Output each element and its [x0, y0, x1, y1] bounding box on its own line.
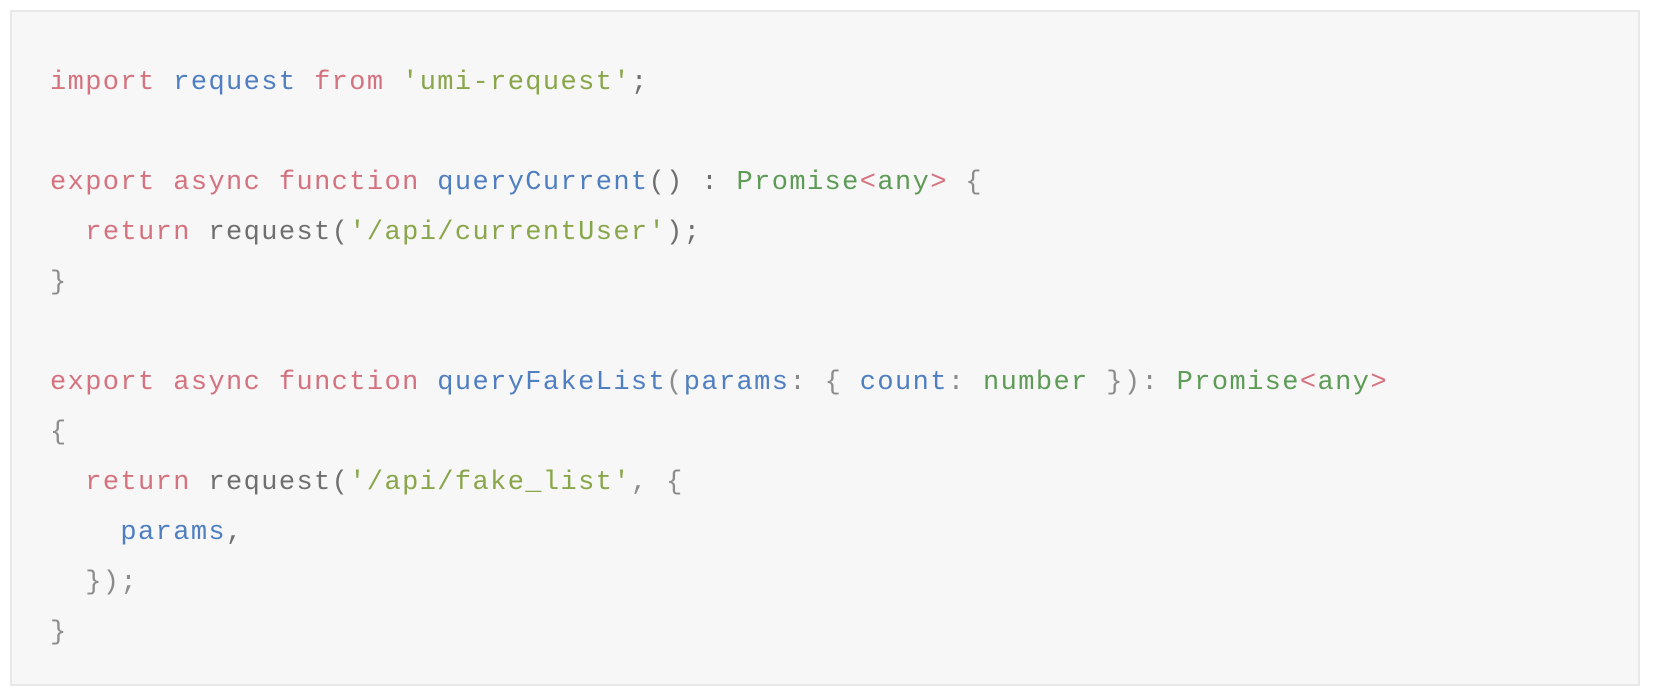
code-token: :: [947, 368, 984, 398]
code-token: <: [1299, 368, 1318, 398]
code-token: async: [173, 368, 262, 398]
code-token: [50, 218, 85, 248]
code-token: number: [983, 368, 1089, 398]
code-token: }: [50, 268, 68, 298]
code-token: [296, 68, 314, 98]
code-token: [50, 518, 120, 548]
code-token: export: [50, 368, 156, 398]
code-line: ​: [50, 108, 1388, 158]
code-token: return: [85, 218, 191, 248]
code-token: async: [173, 168, 262, 198]
code-token: );: [666, 218, 702, 248]
code-token: });: [50, 568, 139, 598]
code-token: ;: [630, 68, 649, 98]
code-token: '/api/fake_list': [349, 468, 631, 498]
code-token: request(: [190, 218, 350, 248]
code-token: [261, 168, 279, 198]
code-token: {: [50, 418, 68, 448]
code-token: [261, 368, 279, 398]
code-token: [156, 168, 174, 198]
code-token: params: [683, 368, 790, 398]
code-content: import request from 'umi-request';​expor…: [50, 58, 1388, 658]
code-token: count: [859, 368, 948, 398]
code-token: [420, 368, 438, 398]
code-token: >: [930, 168, 948, 198]
code-token: {: [947, 168, 984, 198]
code-token: }: [50, 618, 68, 648]
code-token: 'umi-request': [402, 68, 631, 98]
code-token: [384, 68, 402, 98]
code-line: return request('/api/currentUser');: [50, 208, 1388, 258]
code-token: any: [877, 168, 931, 198]
code-token: [420, 168, 438, 198]
code-token: queryCurrent: [437, 168, 649, 198]
code-token: }):: [1088, 368, 1177, 398]
code-token: Promise: [736, 168, 860, 198]
code-token: request(: [190, 468, 350, 498]
code-token: '/api/currentUser': [349, 218, 667, 248]
code-token: ,: [226, 518, 244, 548]
code-token: Promise: [1176, 368, 1300, 398]
code-token: [50, 468, 85, 498]
code-line: import request from 'umi-request';: [50, 58, 1388, 108]
code-line: });: [50, 558, 1388, 608]
code-token: [156, 68, 174, 98]
code-token: >: [1370, 368, 1388, 398]
code-token: return: [85, 468, 191, 498]
code-token: from: [314, 68, 385, 98]
code-token: queryFakeList: [437, 368, 667, 398]
code-line: {: [50, 408, 1388, 458]
code-block: import request from 'umi-request';​expor…: [10, 10, 1640, 686]
code-token: <: [859, 168, 878, 198]
code-token: params: [120, 518, 227, 548]
code-line: params,: [50, 508, 1388, 558]
code-line: export async function queryCurrent() : P…: [50, 158, 1388, 208]
code-token: import: [50, 68, 156, 98]
code-token: export: [50, 168, 156, 198]
code-line: export async function queryFakeList(para…: [50, 358, 1388, 408]
code-token: function: [278, 368, 420, 398]
code-token: () :: [648, 168, 737, 198]
code-line: }: [50, 258, 1388, 308]
code-token: (: [666, 368, 684, 398]
code-token: : {: [789, 368, 860, 398]
code-token: any: [1317, 368, 1371, 398]
code-token: request: [173, 68, 297, 98]
code-line: }: [50, 608, 1388, 658]
code-line: return request('/api/fake_list', {: [50, 458, 1388, 508]
code-token: , {: [630, 468, 684, 498]
code-token: [156, 368, 174, 398]
code-token: function: [278, 168, 420, 198]
code-line: ​: [50, 308, 1388, 358]
